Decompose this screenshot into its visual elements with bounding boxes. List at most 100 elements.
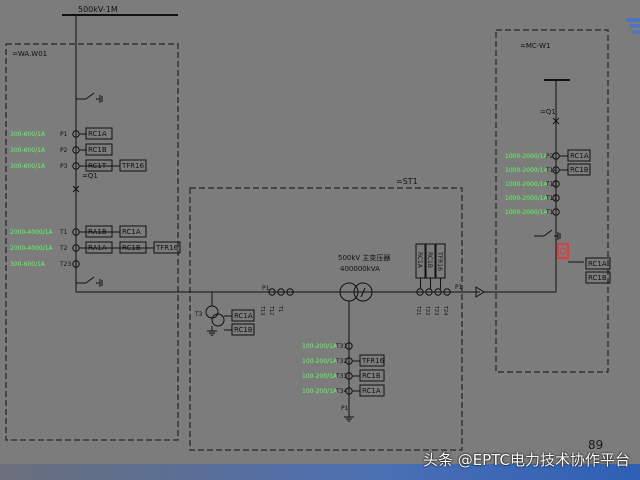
left-top-ratio: 300-600/1A <box>10 147 46 154</box>
main-ct-label: T23 <box>433 305 439 315</box>
relay-label: TFR16 <box>361 357 385 365</box>
relay-box-vertical <box>435 243 446 279</box>
relay-box-vertical <box>425 243 436 279</box>
relay-label-vertical: RC1A <box>416 252 423 269</box>
relay-label-vertical: RC1B <box>426 252 433 268</box>
left-breaker-label: =Q1 <box>82 172 98 180</box>
relay-label: TFR16 <box>155 244 179 252</box>
main-ct-icon <box>277 288 285 296</box>
node-label: P1 <box>262 285 270 292</box>
neutral-ct-ratio: 100-200/1A <box>302 343 338 350</box>
aux-ct-icon <box>205 305 219 319</box>
main-ct-icon <box>268 288 276 296</box>
right-ct-core: T14 <box>545 167 557 174</box>
busbar-label: 500kV-1M <box>78 5 118 14</box>
relay-box <box>85 225 113 238</box>
transformer-winding-icon <box>339 282 359 302</box>
main-ct-icon <box>416 288 424 296</box>
left-top-core: P2 <box>60 147 68 154</box>
relay-box <box>85 127 113 140</box>
right-ct-icon <box>552 180 560 188</box>
breaker-mark <box>72 185 80 193</box>
right-ct-core: T1 <box>545 209 554 216</box>
relay-label: RC1B <box>88 146 107 154</box>
main-ct-icon <box>425 288 433 296</box>
left-bottom-ratio: 2000-4000/1A <box>10 245 54 252</box>
left-bottom-ratio: 300-600/1A <box>10 261 46 268</box>
left-ct-icon <box>72 228 80 236</box>
relay-box <box>567 149 591 162</box>
highlight-box <box>557 243 569 259</box>
aux-ct-icon <box>211 313 225 327</box>
arrow-icon <box>475 286 485 298</box>
left-ct-icon <box>72 130 80 138</box>
relay-label: RC1A <box>588 260 607 268</box>
relay-box <box>85 159 113 172</box>
left-ct-icon <box>72 260 80 268</box>
aux-tag: T3 <box>194 311 203 318</box>
zone-right-label: =MC-W1 <box>520 42 550 50</box>
right-ct-ratio: 1000-2000/1A <box>505 209 549 216</box>
left-top-ratio: 300-600/1A <box>10 131 46 138</box>
left-bottom-core: T23 <box>59 261 71 268</box>
relay-label: RC1B <box>122 244 141 252</box>
relay-box <box>567 163 591 176</box>
right-ct-icon <box>552 194 560 202</box>
left-bottom-core: T2 <box>59 245 68 252</box>
relay-label: RC1B <box>362 372 381 380</box>
relay-box-vertical <box>415 243 426 279</box>
main-ct-label: T13 <box>259 305 265 315</box>
neutral-ct-ratio: 100-200/1A <box>302 373 338 380</box>
page-number: 89 <box>588 438 604 452</box>
right-ct-ratio: 1000-2000/1A <box>505 195 549 202</box>
relay-label: RC1B <box>588 274 607 282</box>
neutral-ct-icon <box>345 357 353 365</box>
transformer-capacity: 400000kVA <box>340 265 380 273</box>
transformer-winding-icon <box>353 282 373 302</box>
right-breaker-label: =Q1 <box>540 108 556 116</box>
relay-box <box>119 241 147 254</box>
relay-label: TFR16 <box>121 162 145 170</box>
relay-box <box>153 241 181 254</box>
main-ct-icon <box>286 288 294 296</box>
left-ct-icon <box>72 244 80 252</box>
breaker-mark <box>552 117 560 125</box>
main-ct-icon <box>443 288 451 296</box>
relay-label: RA1A <box>88 244 107 252</box>
neutral-label: P1 <box>341 405 349 412</box>
neutral-ct-ratio: 100-200/1A <box>302 388 338 395</box>
neutral-ct-ratio: 100-200/1A <box>302 358 338 365</box>
relay-box <box>585 271 611 284</box>
relay-label: RC1B <box>570 166 589 174</box>
decorative-bars <box>626 18 640 36</box>
relay-box <box>359 369 385 382</box>
right-ct-icon <box>552 152 560 160</box>
neutral-ct-icon <box>345 372 353 380</box>
transformer-arrow <box>360 287 366 298</box>
relay-box <box>585 257 611 270</box>
switch-blade <box>85 92 95 100</box>
relay-box <box>85 241 113 254</box>
switch-blade <box>85 276 95 284</box>
main-ct-label: T1 <box>277 305 283 312</box>
left-top-core: P3 <box>60 163 68 170</box>
right-ct-core: T11 <box>545 195 557 202</box>
left-ct-icon <box>72 162 80 170</box>
left-top-ratio: 300-600/1A <box>10 163 46 170</box>
watermark: 头条 @EPTC电力技术协作平台 <box>422 451 630 469</box>
right-ct-ratio: 1000-2000/1A <box>505 167 549 174</box>
zone-middle-label: =ST1 <box>396 177 418 186</box>
main-ct-label: T22 <box>424 305 430 315</box>
relay-label: RC1A <box>122 228 141 236</box>
right-ct-ratio: 1000-2000/1A <box>505 153 549 160</box>
relay-label: RC1T <box>88 162 107 170</box>
relay-box <box>359 354 385 367</box>
right-ct-core: P2 <box>546 153 554 160</box>
relay-box <box>231 309 255 322</box>
relay-box <box>359 384 385 397</box>
neutral-ct-core: T34 <box>335 388 347 395</box>
neutral-ct-icon <box>345 387 353 395</box>
right-ct-ratio: 1000-2000/1A <box>505 181 549 188</box>
relay-label: RC1A <box>88 130 107 138</box>
